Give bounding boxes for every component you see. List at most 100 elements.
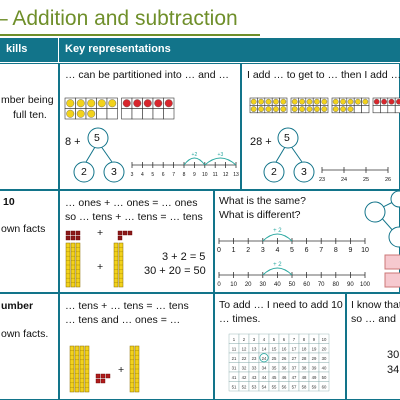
tree-left: 2 [81,166,87,178]
counter [340,106,346,112]
row2-skill-line2: own facts [1,223,46,235]
counter [388,98,395,105]
ten-frames-8-5 [64,97,175,120]
counter [154,99,163,108]
hundred-square-number: 38 [302,365,307,370]
hundred-square-number: 48 [302,375,307,380]
number-line-label: 23 [319,177,325,183]
hundred-square-number: 56 [282,384,287,389]
highlight-circle [259,353,269,363]
number-line-label: 80 [332,282,339,288]
counter [258,98,264,105]
row1-c2-eq: 28 + [250,136,272,148]
row3-skill-line2: own facts. [1,328,49,340]
ones-cube [70,235,76,241]
ones-cube [70,230,76,236]
hundred-square-number: 45 [272,375,277,380]
hundred-square-number: 42 [242,375,247,380]
hundred-square-number: 9 [313,337,316,342]
number-line-label: 12 [223,172,229,178]
hundred-square-number: 55 [272,384,277,389]
hundred-square-number: 57 [292,384,297,389]
number-line-label: 8 [183,172,186,178]
row3-num1: 30 [387,349,400,361]
hundred-square-number: 49 [312,375,317,380]
hundred-square-number: 31 [232,365,237,370]
hundred-square-number: 29 [312,356,317,361]
hundred-square-number: 24 [262,356,267,361]
jump-arc [204,157,237,166]
tree2-right: 3 [301,166,307,178]
number-line-label: 50 [289,282,296,288]
row1-c1-text: … can be partitioned into … and … [65,69,230,81]
row2-rep-cell-1: … ones + … ones = … ones so … tens + … t… [59,190,214,293]
number-line-label: 40 [274,282,281,288]
hundred-square-number: 5 [273,337,276,342]
page-title-bar: – Addition and subtraction [0,0,400,36]
ones-cube [95,373,101,379]
counter [355,98,361,105]
hundred-square-number: 46 [282,375,287,380]
number-line-label: 7 [172,172,175,178]
counter [362,98,369,105]
hundred-square-number: 36 [282,365,287,370]
ones-cube [122,230,128,236]
number-line-label: 8 [334,247,338,254]
base-ten-rods-tens [65,230,133,288]
jump-arc [262,233,293,242]
counter [66,109,75,118]
number-line-label: 10 [361,247,369,254]
counter [321,106,328,112]
row2-skill-line1: 10 [3,196,15,208]
counter [314,106,320,112]
number-line-label: 9 [193,172,196,178]
number-line-label: 9 [348,247,352,254]
number-line-label: 10 [230,282,237,288]
row2-eq2: 30 + 20 = 50 [144,265,206,277]
hundred-square-number: 18 [302,346,307,351]
counter [291,106,298,112]
counter [291,98,298,105]
counter [97,99,106,108]
hundred-square-number: 26 [282,356,287,361]
ten-frame-cell [142,108,154,120]
jump-arc [183,157,206,166]
hundred-square-number: 44 [262,375,267,380]
counter [265,106,272,112]
hundred-square-cell [318,381,330,392]
number-line-label: 4 [141,172,144,178]
row1-skill-cell: mber being full ten. [0,63,59,190]
base-ten-rods-ones [69,345,140,393]
number-line-label: 6 [305,247,309,254]
hundred-square-number: 33 [252,365,257,370]
hundred-square-number: 21 [232,356,237,361]
ten-frame-cell [361,105,370,114]
number-line-label: 3 [261,247,265,254]
number-line-label: 20 [245,282,252,288]
hundred-square-number: 47 [292,375,297,380]
row3-skill-line1: umber [1,300,34,312]
number-line-label: 10 [202,172,208,178]
ten-frame-cell [131,108,143,120]
hundred-square-number: 40 [322,365,327,370]
ten-frame-cell [353,105,362,114]
ones-cube [75,235,81,241]
counter [280,98,287,105]
ten-frame-cell [394,105,400,114]
number-line-label: 13 [233,172,239,178]
hundred-square-number: 6 [283,337,286,342]
counter [321,98,328,105]
row2-eq1: 3 + 2 = 5 [162,251,206,263]
title-underline [0,34,260,36]
hundred-square-number: 19 [312,346,317,351]
part-whole-tree-2 [263,127,315,183]
header-skills: kills [0,38,58,62]
page-title: – Addition and subtraction [0,7,238,30]
counter [87,99,96,108]
counter [164,99,173,108]
number-line-label: 25 [363,177,369,183]
